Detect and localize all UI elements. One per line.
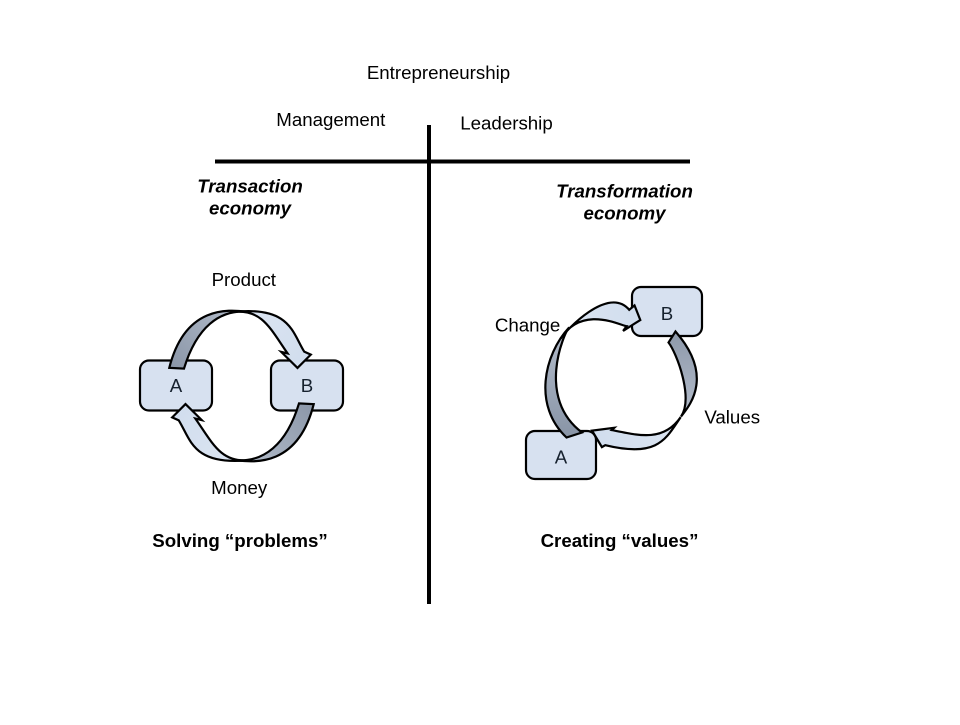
svg-text:Management: Management: [276, 109, 386, 130]
svg-text:economy: economy: [209, 198, 293, 219]
svg-text:Transformation: Transformation: [556, 181, 693, 202]
svg-text:Leadership: Leadership: [460, 113, 552, 134]
svg-text:Money: Money: [211, 477, 268, 498]
svg-text:A: A: [170, 375, 183, 396]
svg-text:economy: economy: [583, 203, 667, 224]
svg-text:B: B: [301, 375, 313, 396]
svg-text:Product: Product: [212, 269, 277, 290]
svg-text:Change: Change: [495, 315, 560, 336]
svg-text:Solving “problems”: Solving “problems”: [152, 530, 327, 551]
svg-text:Transaction: Transaction: [197, 176, 303, 197]
svg-text:Values: Values: [704, 407, 760, 428]
svg-text:Creating “values”: Creating “values”: [541, 530, 699, 551]
svg-text:B: B: [661, 303, 673, 324]
svg-text:A: A: [555, 447, 568, 468]
svg-text:Entrepreneurship: Entrepreneurship: [367, 62, 510, 83]
